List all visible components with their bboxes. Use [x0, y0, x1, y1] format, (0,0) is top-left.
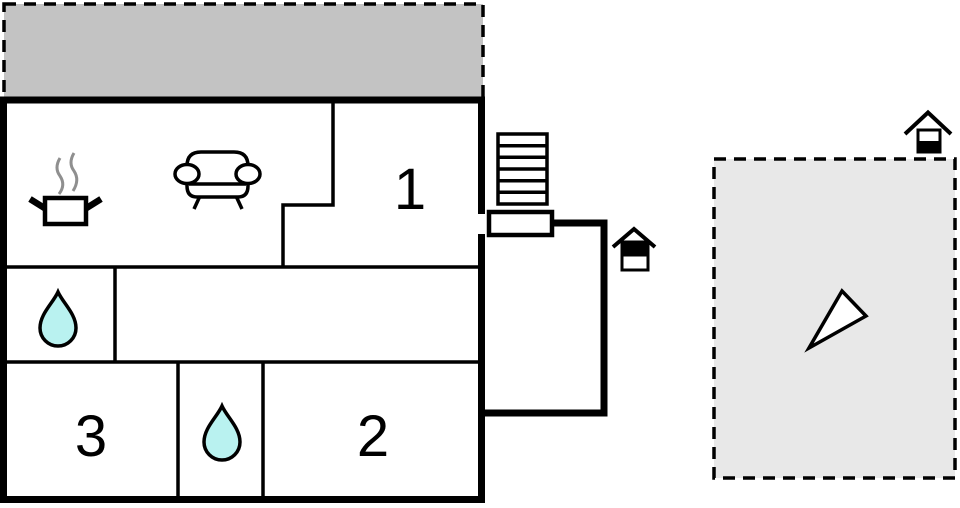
interior-walls	[4, 102, 480, 497]
house-floor-indicator-icon	[903, 109, 953, 154]
room-2-label: 2	[357, 404, 389, 469]
sofa-icon	[173, 150, 262, 210]
water-drop-icon	[202, 401, 242, 462]
stair-landing	[486, 209, 555, 238]
stairs-icon	[496, 132, 549, 206]
terrace-area	[2, 2, 485, 101]
building-outline	[0, 96, 485, 503]
garden-area	[712, 157, 957, 480]
door-opening	[477, 214, 486, 234]
house-floor-indicator-icon	[611, 226, 657, 272]
room-1-label: 1	[394, 157, 426, 222]
water-drop-icon	[38, 287, 78, 348]
balcony-outline	[484, 219, 608, 417]
cooking-pot-icon	[28, 152, 103, 227]
room-3-label: 3	[75, 404, 107, 469]
north-arrow-icon	[804, 288, 869, 353]
